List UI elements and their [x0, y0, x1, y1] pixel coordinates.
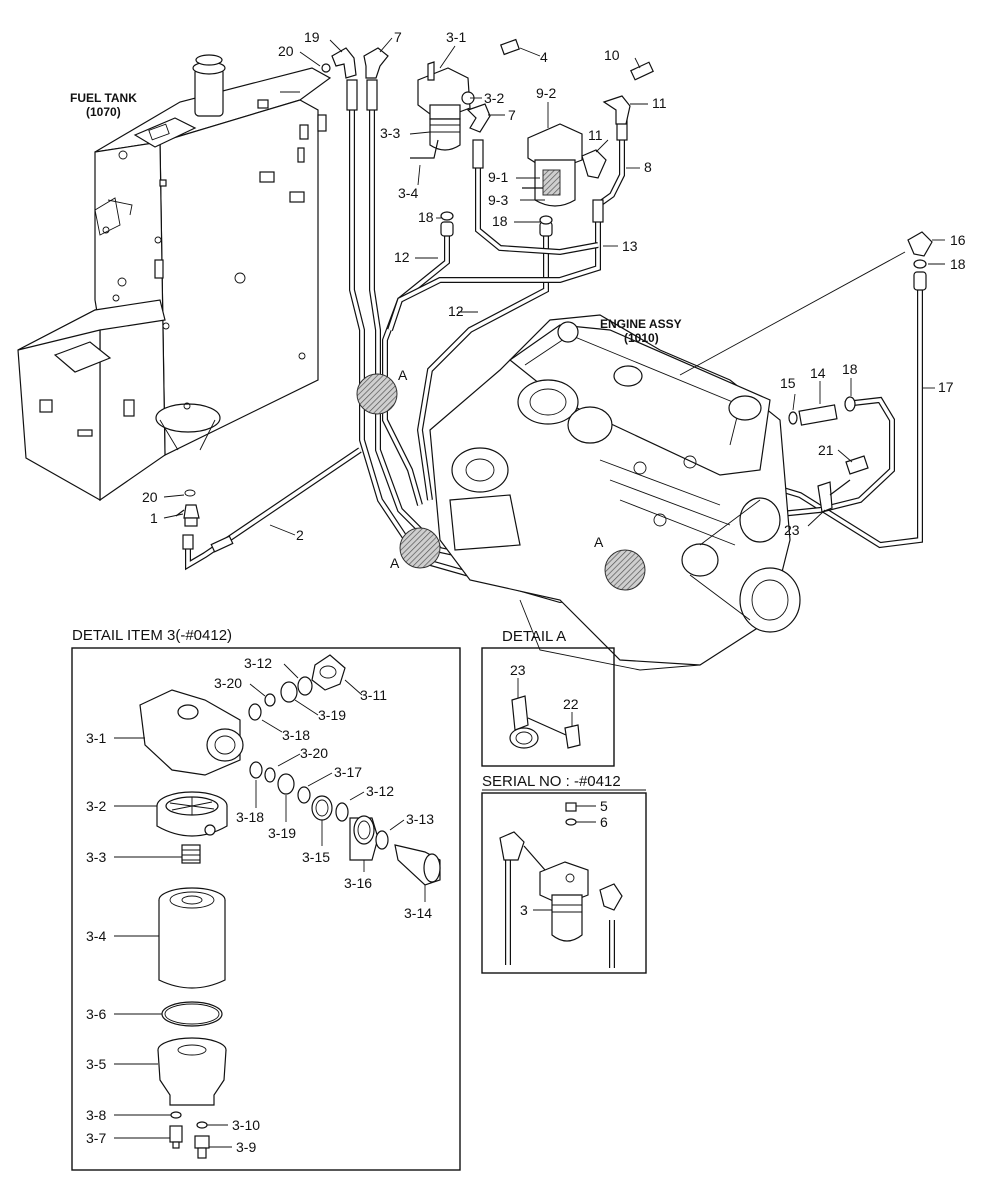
serial-no-filter [499, 802, 623, 968]
detail-a-box [481, 647, 615, 767]
detail3-leaders [114, 663, 426, 1148]
serial-no-box [481, 792, 647, 974]
callout-20: 20 [278, 43, 294, 59]
callout-3-2: 3-2 [484, 90, 504, 106]
detail-a-marker-1 [356, 373, 398, 415]
engine-assy [429, 314, 801, 671]
detail3-3-13: 3-13 [406, 811, 434, 827]
callout-7: 7 [394, 29, 402, 45]
detail-a-label-3: A [594, 534, 604, 550]
callout-11b: 11 [588, 127, 603, 143]
callout-4: 4 [540, 49, 548, 65]
fuel-tank [17, 54, 332, 527]
detail3-3-1: 3-1 [86, 730, 106, 746]
detail3-3-17: 3-17 [334, 764, 362, 780]
detail3-3-12a: 3-12 [244, 655, 272, 671]
detail3-3-7: 3-7 [86, 1130, 106, 1146]
callout-23: 23 [784, 522, 800, 538]
callout-7b: 7 [508, 107, 516, 123]
callout-12b: 12 [448, 303, 464, 319]
callout-20b: 20 [142, 489, 158, 505]
detail-a-22: 22 [563, 696, 579, 712]
callout-18b: 18 [492, 213, 508, 229]
detail3-3-5: 3-5 [86, 1056, 106, 1072]
detail3-3-6: 3-6 [86, 1006, 106, 1022]
detail3-3-10: 3-10 [232, 1117, 260, 1133]
callout-18a: 18 [418, 209, 434, 225]
detail3-3-11: 3-11 [360, 687, 387, 703]
detail3-3-18a: 3-18 [282, 727, 310, 743]
detail-a-marker-3 [604, 549, 646, 591]
serial-no-title: SERIAL NO : -#0412 [482, 773, 621, 790]
callout-3-4: 3-4 [398, 185, 418, 201]
top-fittings [321, 38, 933, 269]
fuel-tank-label: FUEL TANK [70, 91, 137, 105]
fuel-tank-code: (1070) [86, 105, 121, 119]
serial-3: 3 [520, 902, 528, 918]
detail-a-label-2: A [390, 555, 400, 571]
callout-12a: 12 [394, 249, 410, 265]
callout-9-2: 9-2 [536, 85, 556, 101]
detail-a-clamp [509, 695, 581, 749]
detail-a-marker-2 [399, 527, 441, 569]
callout-16: 16 [950, 232, 966, 248]
callout-21: 21 [818, 442, 834, 458]
callout-18c: 18 [950, 256, 966, 272]
callout-3-1: 3-1 [446, 29, 466, 45]
callout-9-3: 9-3 [488, 192, 508, 208]
detail3-3-19a: 3-19 [318, 707, 346, 723]
callout-8: 8 [644, 159, 652, 175]
callout-3-3: 3-3 [380, 125, 400, 141]
detail-item3-parts [139, 654, 441, 1159]
callout-15: 15 [780, 375, 796, 391]
detail3-3-3: 3-3 [86, 849, 106, 865]
callout-13: 13 [622, 238, 638, 254]
engine-assy-code: (1010) [624, 331, 659, 345]
detail3-3-16: 3-16 [344, 875, 372, 891]
detail-a-label-1: A [398, 367, 408, 383]
detail3-3-20b: 3-20 [300, 745, 328, 761]
serial-5: 5 [600, 798, 608, 814]
callout-2: 2 [296, 527, 304, 543]
serial-6: 6 [600, 814, 608, 830]
detail-a-23: 23 [510, 662, 526, 678]
leader-lines [163, 37, 945, 536]
detail3-3-8: 3-8 [86, 1107, 106, 1123]
callout-18d: 18 [842, 361, 858, 377]
detail3-3-15: 3-15 [302, 849, 330, 865]
detail3-3-9: 3-9 [236, 1139, 256, 1155]
detail3-3-2: 3-2 [86, 798, 106, 814]
detail3-3-20a: 3-20 [214, 675, 242, 691]
connector-14 [788, 396, 856, 426]
callout-10: 10 [604, 47, 620, 63]
callout-17: 17 [938, 379, 954, 395]
detail-item3-box [71, 647, 461, 1171]
callout-9-1: 9-1 [488, 169, 508, 185]
detail-item3-title: DETAIL ITEM 3(-#0412) [72, 627, 232, 644]
callout-11: 11 [652, 95, 667, 111]
callout-1: 1 [150, 510, 158, 526]
callout-14: 14 [810, 365, 826, 381]
detail3-3-4: 3-4 [86, 928, 106, 944]
detail3-3-18b: 3-18 [236, 809, 264, 825]
detail-a-title: DETAIL A [502, 628, 566, 645]
clamp-23 [817, 479, 851, 513]
callout-19: 19 [304, 29, 320, 45]
detail3-3-19b: 3-19 [268, 825, 296, 841]
detail3-3-12b: 3-12 [366, 783, 394, 799]
bolt-21 [845, 455, 869, 475]
engine-assy-label: ENGINE ASSY [600, 317, 682, 331]
detail3-3-14: 3-14 [404, 905, 432, 921]
